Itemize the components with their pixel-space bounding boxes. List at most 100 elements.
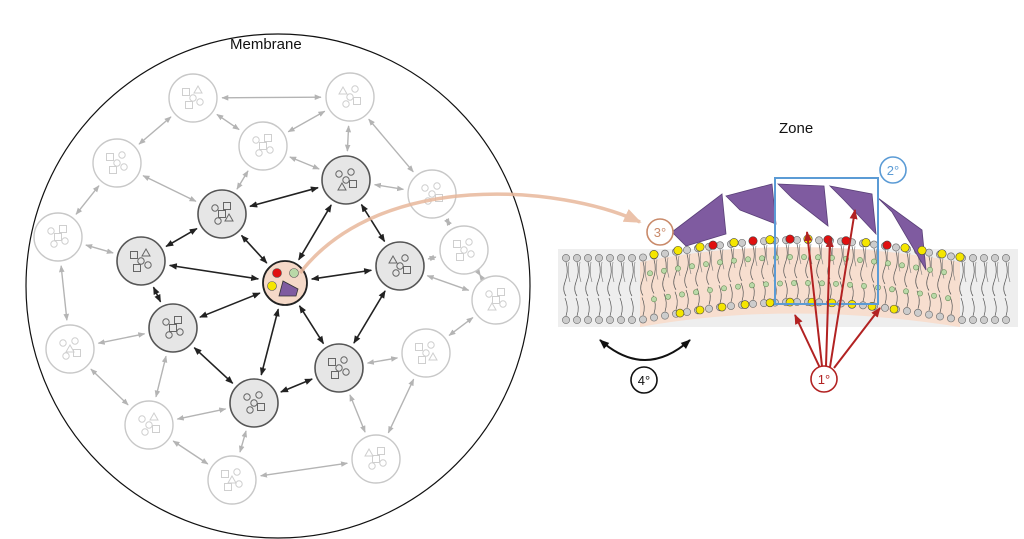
lipid-head — [969, 254, 977, 262]
lipid-tail — [794, 243, 799, 279]
lipid-tail — [607, 261, 612, 297]
lipid-tail — [996, 261, 1000, 283]
green-cholesterol — [847, 281, 853, 288]
node-inner-circle — [392, 269, 400, 277]
node-inner-triangle — [338, 85, 348, 95]
lipid-head — [573, 254, 581, 262]
badge-3: 3° — [646, 218, 674, 246]
lipid-tail — [864, 247, 868, 268]
lipid-tail — [662, 257, 667, 292]
lipid-tail — [798, 243, 802, 265]
lipid-head — [991, 316, 999, 324]
faint-connection-arrow — [90, 368, 129, 406]
lipid-tail — [897, 251, 901, 272]
green-cholesterol — [661, 267, 667, 274]
lipid-head — [980, 316, 988, 324]
node-inner-circle — [465, 238, 473, 246]
node-inner-square — [264, 134, 272, 142]
node-inner-circle — [346, 93, 354, 101]
badge-2: 2° — [879, 156, 907, 184]
green-cholesterol — [931, 292, 937, 299]
lipid-head — [639, 315, 647, 324]
faint-connection-arrow — [221, 94, 322, 101]
yellow-headgroup — [717, 302, 727, 312]
node-inner-circle — [120, 163, 128, 171]
badge-1-label: 1° — [818, 372, 830, 387]
lipid-tail — [894, 287, 898, 306]
faint-connection-arrow — [387, 378, 415, 434]
faint-domain-node — [124, 400, 174, 450]
node-inner-square — [182, 88, 190, 96]
lipid-tail — [585, 261, 590, 297]
node-inner-circle — [342, 100, 350, 108]
node-inner-circle — [396, 262, 404, 270]
node-inner-circle — [340, 356, 348, 364]
node-inner-square — [349, 180, 357, 188]
faint-connection-arrow — [172, 440, 209, 465]
node-inner-square — [133, 264, 141, 272]
lipid-tail — [633, 261, 637, 283]
faint-connection-arrow — [444, 217, 452, 227]
lipid-tail — [663, 293, 667, 312]
lipid-tail — [952, 260, 956, 281]
active-connection-arrow — [310, 268, 373, 282]
lipid-head — [892, 243, 900, 252]
green-cholesterol — [941, 269, 947, 276]
node-inner-circle — [211, 204, 219, 212]
yellow-headgroup — [695, 242, 705, 252]
faint-connection-arrow — [260, 461, 348, 478]
lipid-head — [562, 316, 570, 324]
lipid-head — [595, 254, 603, 262]
node-inner-triangle — [141, 247, 151, 257]
node-inner-circle — [422, 349, 430, 357]
lipid-head — [584, 254, 592, 262]
active-domain-node — [321, 155, 371, 205]
node-inner-circle — [401, 254, 409, 262]
lipid-head — [815, 236, 823, 245]
active-domain-node — [116, 236, 166, 286]
faint-domain-node — [471, 275, 521, 325]
lipid-head — [947, 314, 955, 323]
node-inner-circle — [144, 261, 152, 269]
active-connection-arrow — [298, 204, 332, 261]
lipid-tail — [820, 244, 824, 265]
node-inner-triangle — [487, 301, 497, 311]
lipid-tail — [728, 247, 733, 283]
lipid-tail — [787, 244, 791, 265]
green-cholesterol — [735, 283, 741, 290]
lipid-tail — [673, 255, 678, 290]
node-inner-square — [456, 253, 464, 261]
green-cholesterol — [647, 270, 653, 277]
lipid-head — [584, 316, 592, 324]
faint-domain-node — [439, 225, 489, 275]
green-cholesterol — [889, 286, 895, 293]
node-inner-circle — [235, 480, 243, 488]
green-cholesterol — [679, 291, 685, 298]
active-connection-arrow — [199, 292, 261, 318]
faint-connection-arrow — [239, 430, 247, 453]
lipid-head — [749, 299, 757, 308]
badge-2-label: 2° — [887, 163, 899, 178]
green-cholesterol — [665, 293, 671, 300]
lipid-head — [936, 312, 944, 321]
node-inner-circle — [252, 136, 260, 144]
green-cholesterol — [885, 260, 891, 267]
lipid-tail — [993, 297, 997, 317]
faint-connection-arrow — [289, 156, 320, 170]
node-inner-circle — [433, 182, 441, 190]
node-inner-square — [453, 240, 461, 248]
node-inner-square — [109, 166, 117, 174]
lipid-tail — [641, 297, 645, 316]
faint-connection-arrow — [427, 254, 437, 262]
lipid-head — [661, 311, 669, 320]
lipid-tail — [740, 282, 744, 301]
lipid-tail — [630, 297, 634, 317]
lipid-tail — [564, 297, 568, 317]
node-inner-square — [106, 153, 114, 161]
green-cholesterol — [871, 258, 877, 265]
lipid-tail — [640, 261, 645, 296]
green-cholesterol — [815, 254, 821, 261]
green-cholesterol — [833, 280, 839, 287]
lipid-head — [628, 316, 636, 324]
lipid-head — [958, 316, 966, 324]
